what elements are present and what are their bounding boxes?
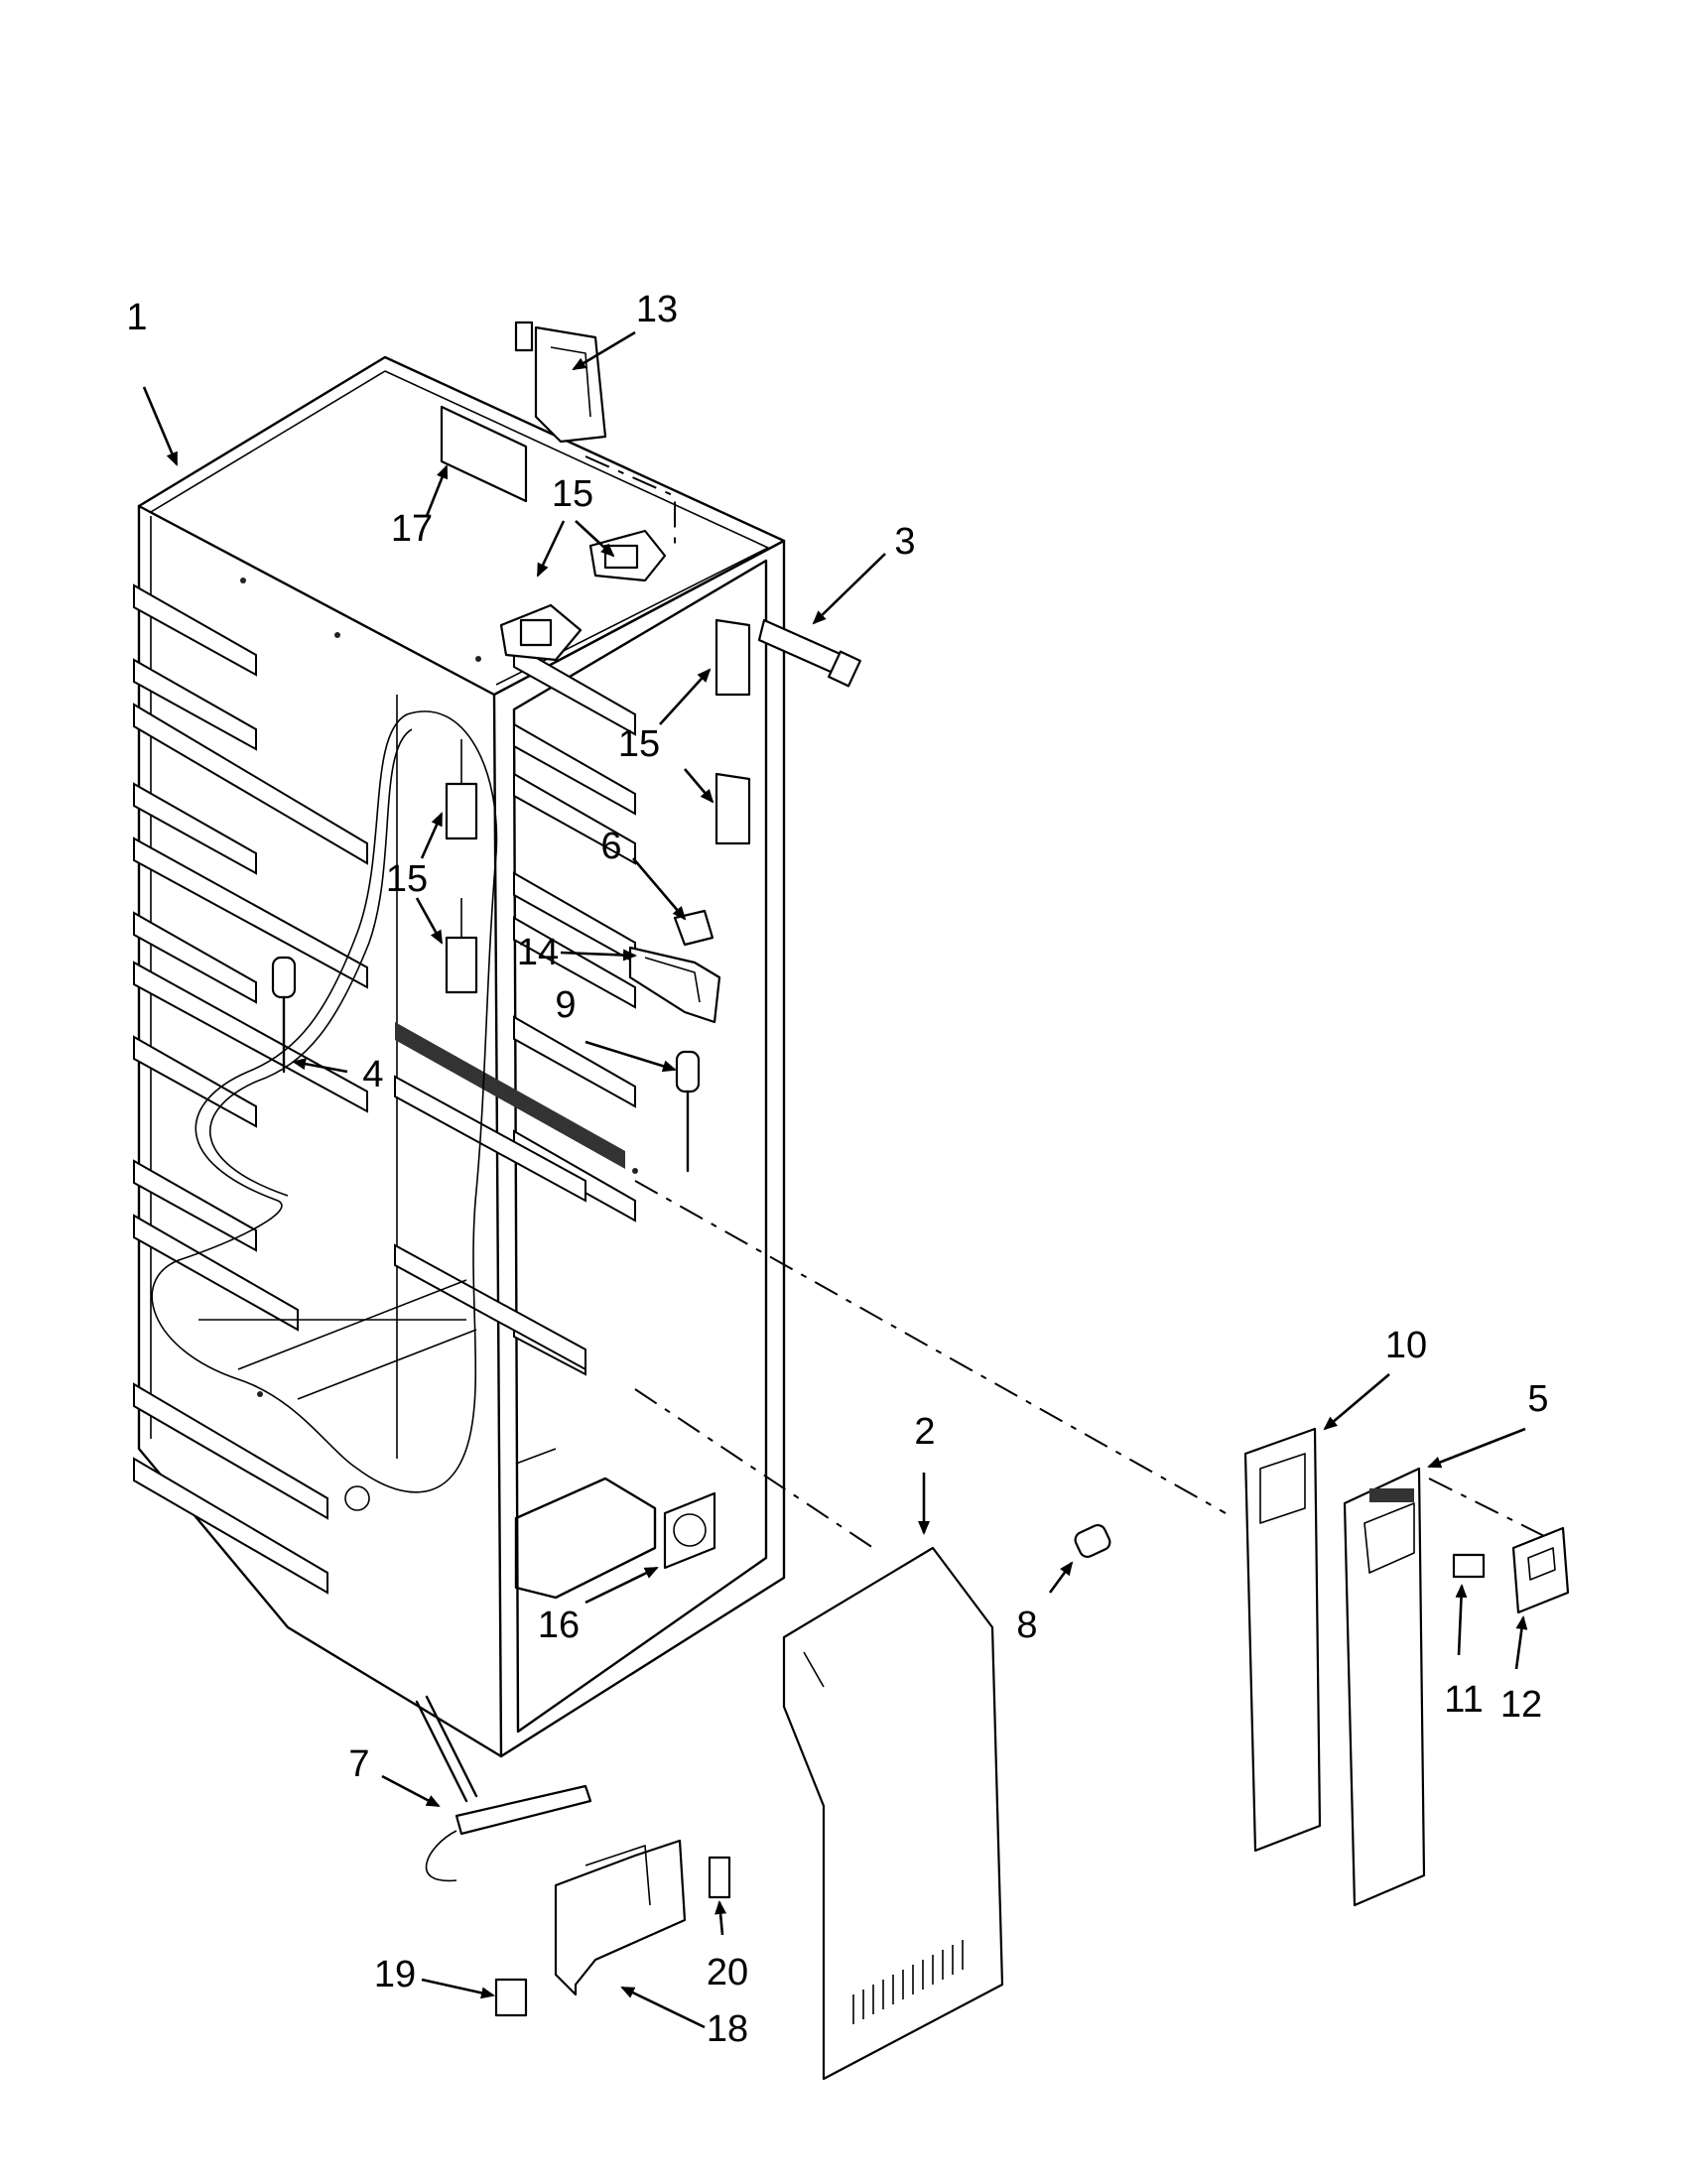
alignment-lines (584, 455, 1549, 1549)
callout-4: 4 (362, 1054, 383, 1095)
callout-1: 1 (126, 297, 147, 338)
callout-labels: 1 2 3 4 5 6 7 8 9 10 11 12 13 14 15 15 1… (126, 289, 1548, 2050)
callout-15-left: 15 (386, 858, 428, 900)
part-9-thermistor (675, 1050, 701, 1173)
part-17-cover (440, 405, 528, 503)
part-7-heater (415, 1695, 592, 1882)
callout-5: 5 (1527, 1378, 1548, 1420)
callout-19: 19 (374, 1954, 416, 1995)
part-18-housing (554, 1839, 687, 1996)
part-6-switch (673, 909, 714, 947)
part-4-thermistor (271, 956, 297, 1074)
refrigerator-liner (133, 355, 786, 1758)
part-12-display (1511, 1526, 1570, 1614)
callout-12: 12 (1500, 1684, 1542, 1726)
callout-13: 13 (636, 289, 678, 330)
part-2-cover-panel (782, 1546, 1004, 2081)
leader-arrows (142, 330, 1528, 2029)
liner-shelf-rails (133, 583, 636, 1595)
part-5-control-panel (1343, 1467, 1426, 1907)
part-14-housing (628, 946, 721, 1024)
callout-11: 11 (1444, 1679, 1483, 1721)
callout-18: 18 (707, 2008, 748, 2050)
callout-7: 7 (348, 1743, 369, 1785)
part-3-filter (757, 618, 861, 688)
callout-15-top: 15 (552, 473, 593, 515)
callout-2: 2 (914, 1411, 935, 1453)
callout-8: 8 (1016, 1605, 1037, 1646)
callout-10: 10 (1385, 1325, 1427, 1366)
callout-17: 17 (391, 508, 433, 550)
part-16-fan (663, 1491, 716, 1570)
part-10-panel (1243, 1427, 1322, 1853)
vent-slots (852, 1940, 964, 2024)
callout-9: 9 (555, 984, 576, 1026)
part-20-clip (708, 1856, 731, 1899)
part-8-socket (1074, 1523, 1111, 1559)
callout-3: 3 (894, 521, 915, 563)
part-11-module (1452, 1553, 1486, 1579)
callout-20: 20 (707, 1952, 748, 1993)
part-13-hinge-bracket (514, 321, 607, 444)
callout-16: 16 (538, 1605, 580, 1646)
callout-15-right: 15 (618, 723, 660, 765)
callout-6: 6 (600, 826, 621, 867)
callout-14: 14 (517, 932, 559, 973)
part-19-connector (494, 1978, 528, 2017)
